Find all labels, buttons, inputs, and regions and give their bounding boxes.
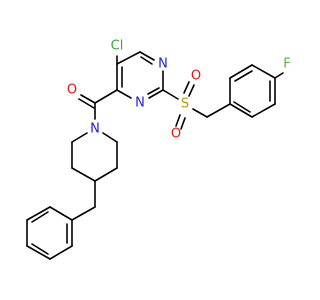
bond-c3-c4 <box>71 167 96 182</box>
sulfonyl-group <box>162 81 208 130</box>
bond-n3-c4 <box>116 89 132 99</box>
bond-ph-6-1 <box>49 206 73 221</box>
amide-group <box>78 89 118 120</box>
bond-c2-n3 <box>148 89 164 99</box>
benzyl-group <box>26 180 96 260</box>
bond-ch2-phenyl <box>71 206 96 221</box>
background <box>0 0 300 300</box>
bond-ar-6-1 <box>229 103 253 118</box>
bond-carbonyl-o-double <box>78 98 95 109</box>
bond-c5-c6 <box>116 51 141 65</box>
bond-s-o2-b <box>180 117 186 130</box>
bond-n-c2 <box>71 132 88 143</box>
bond-s-o1-b <box>183 81 190 94</box>
bond-c2-s <box>162 89 179 100</box>
atom-nitrogen-piperidine: N <box>90 122 100 137</box>
fluorobenzyl-group <box>206 64 284 118</box>
bond-c6-n <box>102 132 118 143</box>
bond-ar-2-3 <box>229 64 253 79</box>
bond-s-o1-a <box>188 84 195 97</box>
bond-ar-f <box>274 72 284 79</box>
atom-chlorine: Cl <box>111 39 124 54</box>
bond-ar-5-6 <box>251 103 276 118</box>
bond-ph-inner-c <box>31 211 49 223</box>
bond-ar-inner-c <box>233 101 251 113</box>
bond-ph-3-4 <box>26 245 51 260</box>
bond-c4-c5 <box>94 167 118 182</box>
bond-carbonyl-o <box>80 94 96 104</box>
bond-ph-inner-b <box>31 243 49 255</box>
pyrimidine-ring <box>116 51 164 99</box>
molecule-svg: Cl N N O N S O O F <box>0 0 300 300</box>
atom-oxygen-sulfonyl-2: O <box>171 127 181 142</box>
atom-nitrogen-n1: N <box>158 57 168 72</box>
atom-oxygen-sulfonyl-1: O <box>191 69 201 84</box>
bond-s-o2-a <box>175 114 181 127</box>
bond-ar-inner-a <box>234 70 253 82</box>
atom-oxygen-carbonyl: O <box>67 83 77 98</box>
atom-nitrogen-n3: N <box>135 96 145 111</box>
bond-c6-n1-inner <box>140 56 153 65</box>
bond-c6-n1 <box>139 51 155 61</box>
atom-fluorine: F <box>283 57 290 72</box>
bond-ph-5-6 <box>26 206 51 221</box>
bond-ch2-ar <box>206 103 231 118</box>
molecule-structure: Cl N N O N S O O F <box>0 0 300 300</box>
bond-s-ch2 <box>192 108 208 118</box>
bond-ph-2-3 <box>49 245 73 260</box>
bond-c4-carbonyl <box>94 89 118 104</box>
atom-sulfur: S <box>181 97 189 112</box>
bond-ar-3-4 <box>251 64 276 79</box>
bond-c2-n3-inner <box>147 87 160 95</box>
piperidine-ring <box>71 132 118 182</box>
